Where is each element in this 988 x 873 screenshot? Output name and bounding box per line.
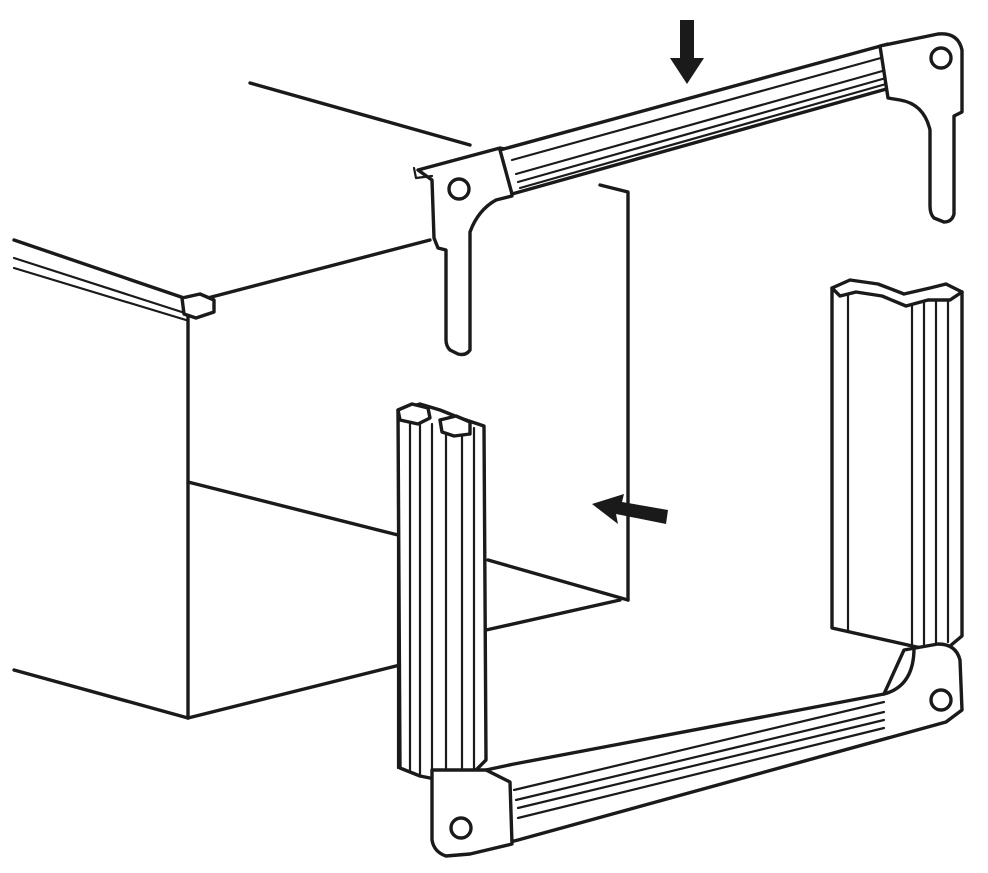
top-flange-rail xyxy=(412,32,964,357)
right-vertical-rail xyxy=(830,278,964,652)
left-arrow-icon xyxy=(592,494,668,524)
duct-body xyxy=(12,81,630,720)
down-arrow-icon xyxy=(670,20,704,84)
bottom-flange-rail xyxy=(430,642,964,858)
left-vertical-rail xyxy=(396,402,488,782)
